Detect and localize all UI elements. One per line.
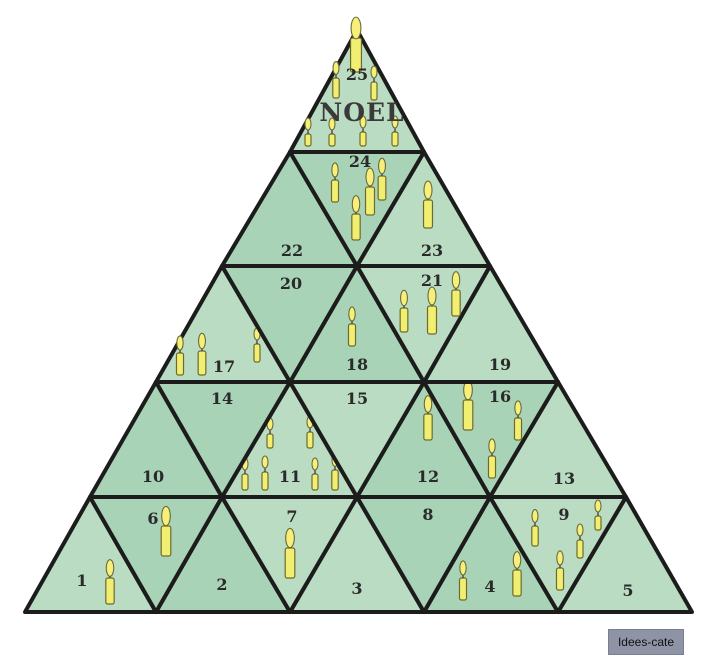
candle-icon xyxy=(531,509,539,547)
candle-icon xyxy=(423,395,433,441)
candle-icon xyxy=(197,332,207,376)
candle-icon xyxy=(105,559,115,605)
candle-icon xyxy=(399,289,409,333)
cell-number: 22 xyxy=(281,241,303,260)
noel-title: NOEL xyxy=(319,98,404,127)
cell-number: 18 xyxy=(346,355,368,374)
candle-icon xyxy=(359,115,367,147)
candle-icon xyxy=(351,195,361,241)
candle-icon xyxy=(330,162,340,203)
cell-number: 10 xyxy=(142,467,164,486)
candle-icon xyxy=(576,523,584,559)
candle-icon xyxy=(364,167,376,216)
candle-icon xyxy=(462,379,474,431)
candle-icon xyxy=(458,560,468,601)
cell-number: 2 xyxy=(216,575,227,594)
cell-number: 14 xyxy=(211,389,233,408)
credit-label: Idees-cate xyxy=(608,629,684,655)
calendar-cell-25[interactable]: 25 xyxy=(288,16,426,154)
candle-icon xyxy=(284,527,296,579)
cell-number: 21 xyxy=(421,271,443,290)
cell-number: 16 xyxy=(489,387,511,406)
candle-icon xyxy=(422,180,434,229)
cell-number: 24 xyxy=(349,152,371,171)
cell-number: 15 xyxy=(346,389,368,408)
candle-icon xyxy=(513,400,523,441)
calendar-cell-17[interactable]: 17 xyxy=(154,264,292,384)
candle-icon xyxy=(487,438,497,479)
cell-number: 23 xyxy=(421,241,443,260)
cell-number: 7 xyxy=(286,507,297,526)
candle-icon xyxy=(160,505,172,557)
cell-number: 8 xyxy=(422,505,433,524)
candle-icon xyxy=(328,117,336,147)
cell-number: 11 xyxy=(279,467,301,486)
cell-number: 3 xyxy=(351,579,362,598)
candle-icon xyxy=(426,286,438,335)
candle-icon xyxy=(512,551,522,597)
candle-icon xyxy=(332,61,340,99)
cell-number: 19 xyxy=(489,355,511,374)
cell-number: 17 xyxy=(213,357,235,376)
cell-number: 12 xyxy=(417,467,439,486)
cell-number: 1 xyxy=(76,571,87,590)
calendar-cell-24[interactable]: 24 xyxy=(288,150,426,268)
cell-triangle xyxy=(288,28,426,154)
candle-icon xyxy=(311,457,319,491)
candle-icon xyxy=(391,115,399,147)
candle-icon xyxy=(347,306,357,347)
cell-number: 13 xyxy=(553,469,575,488)
cell-number: 20 xyxy=(280,274,302,293)
cell-number: 9 xyxy=(558,505,569,524)
candle-icon xyxy=(377,157,387,201)
cell-number: 4 xyxy=(484,577,495,596)
cell-number: 25 xyxy=(346,65,368,84)
candle-icon xyxy=(555,550,565,591)
candle-icon xyxy=(370,65,378,101)
candle-icon xyxy=(451,271,461,317)
candle-icon xyxy=(253,327,261,363)
candle-icon xyxy=(304,117,312,147)
candle-icon xyxy=(261,455,269,491)
candle-icon xyxy=(349,16,363,73)
candle-icon xyxy=(175,335,185,376)
candle-icon xyxy=(594,499,602,531)
cell-number: 5 xyxy=(622,581,633,600)
cell-number: 6 xyxy=(147,509,158,528)
